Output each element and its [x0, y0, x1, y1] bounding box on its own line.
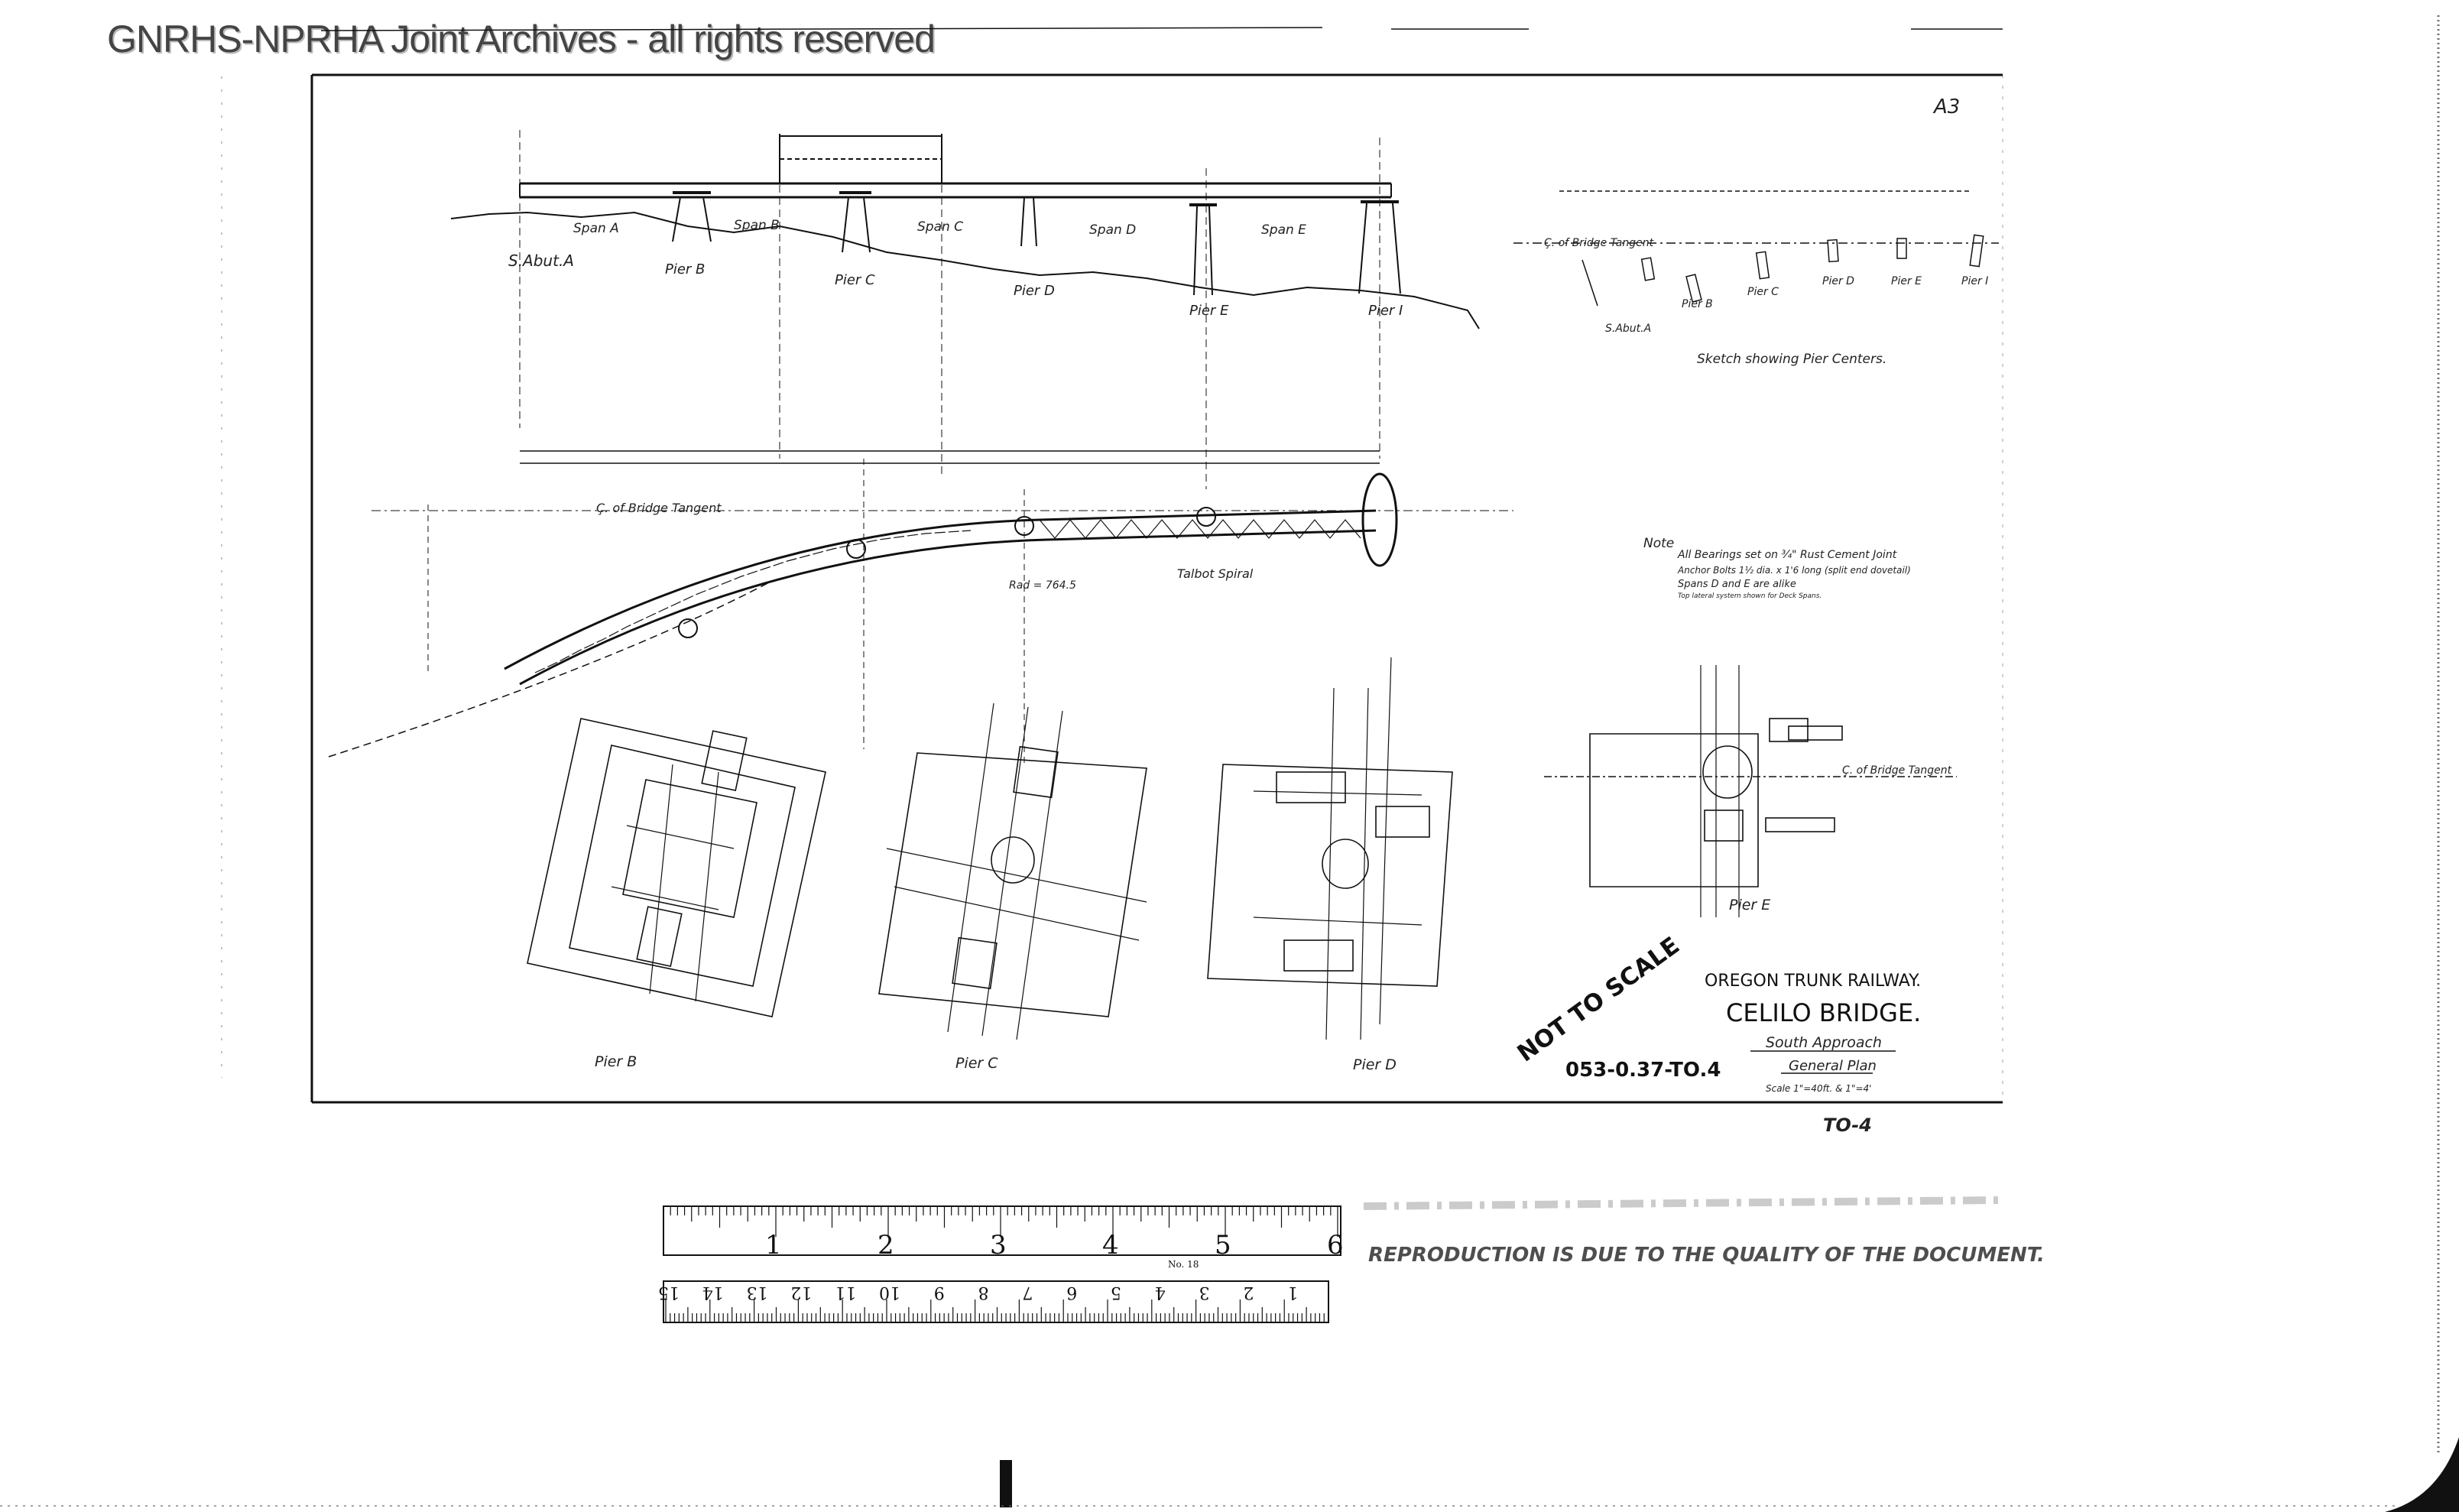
- plan-curve-label: Rad = 764.5: [1009, 579, 1076, 592]
- detail-pier-e-tangent: Ç. of Bridge Tangent: [1842, 764, 1952, 777]
- sheet-mark: TO-4: [1823, 1115, 1872, 1136]
- ruler-cm-label: 1: [1287, 1283, 1298, 1302]
- ruler-cm-label: 8: [978, 1283, 989, 1302]
- sketch-tangent-label: Ç. of Bridge Tangent: [1544, 237, 1654, 249]
- title-section: South Approach: [1766, 1034, 1882, 1051]
- sketch-abut-label: S.Abut.A: [1605, 323, 1651, 335]
- quality-notice: REPRODUCTION IS DUE TO THE QUALITY OF TH…: [1368, 1244, 2045, 1267]
- ruler-model: No. 18: [1168, 1259, 1199, 1270]
- ruler-cm-label: 6: [1066, 1283, 1077, 1302]
- ruler-inch-label: 2: [878, 1230, 894, 1261]
- ruler-inch-label: 1: [765, 1230, 782, 1261]
- ruler-cm-label: 3: [1199, 1283, 1210, 1302]
- plan-view: [328, 450, 1513, 764]
- pier-centers-sketch: [1513, 190, 1999, 307]
- note-line-1: All Bearings set on ¾" Rust Cement Joint: [1677, 549, 1897, 561]
- sketch-pier-b-label: Pier B: [1682, 298, 1713, 310]
- detail-pier-b: Pier B: [595, 1053, 637, 1070]
- note-line-4: Top lateral system shown for Deck Spans.: [1678, 592, 1822, 600]
- note-heading: Note: [1643, 536, 1674, 551]
- pier-detail-drawings: [527, 657, 1957, 1040]
- ruler-inch-label: 6: [1327, 1230, 1344, 1261]
- sheet-border: [221, 15, 2440, 1452]
- detail-pier-c: Pier C: [955, 1055, 998, 1072]
- ruler-inch-label: 4: [1102, 1230, 1119, 1261]
- label-pier-d: Pier D: [1014, 283, 1055, 299]
- label-span-c: Span C: [917, 219, 963, 235]
- note-line-3: Spans D and E are alike: [1678, 579, 1796, 590]
- title-plan: General Plan: [1789, 1058, 1877, 1074]
- ruler-cm-label: 12: [790, 1283, 812, 1302]
- title-block: OREGON TRUNK RAILWAY. CELILO BRIDGE. Sou…: [1565, 972, 1921, 1136]
- sketch-pier-d-label: Pier D: [1822, 275, 1854, 287]
- elevation-view: [450, 130, 1480, 489]
- title-scale: Scale 1"=40ft. & 1"=4': [1766, 1083, 1871, 1094]
- label-span-b: Span B: [734, 218, 780, 233]
- label-span-a: Span A: [573, 221, 619, 236]
- label-abutment: S.Abut.A: [508, 251, 574, 270]
- ruler-cm-label: 10: [879, 1283, 900, 1302]
- sketch-pier-c-label: Pier C: [1747, 286, 1779, 298]
- page-curl: [2385, 1437, 2459, 1512]
- label-pier-c: Pier C: [835, 272, 875, 288]
- detail-pier-d: Pier D: [1353, 1056, 1397, 1073]
- plan-spiral-label: Talbot Spiral: [1177, 566, 1254, 581]
- scan-mark: [1000, 1460, 1012, 1507]
- title-railway: OREGON TRUNK RAILWAY.: [1705, 972, 1921, 991]
- ruler-cm-label: 4: [1155, 1283, 1166, 1302]
- ruler-cm-label: 5: [1111, 1283, 1121, 1302]
- note-line-2: Anchor Bolts 1½ dia. x 1'6 long (split e…: [1677, 565, 1911, 576]
- ruler-cm-label: 14: [702, 1283, 724, 1302]
- ruler-cm-label: 15: [658, 1283, 680, 1302]
- ruler-cm-label: 13: [747, 1283, 768, 1302]
- label-pier-e: Pier E: [1189, 303, 1229, 319]
- sketch-pier-e-label: Pier E: [1891, 275, 1922, 287]
- drawing-number: 053-0.37-TO.4: [1565, 1059, 1721, 1082]
- detail-pier-e: Pier E: [1729, 897, 1770, 913]
- sketch-caption: Sketch showing Pier Centers.: [1697, 352, 1886, 367]
- ruler-cm-label: 2: [1243, 1283, 1254, 1302]
- ruler-inch-label: 3: [990, 1230, 1007, 1261]
- not-to-scale-stamp: NOT TO SCALE: [1513, 932, 1685, 1068]
- label-span-d: Span D: [1089, 222, 1136, 238]
- ruler-cm-label: 11: [835, 1283, 856, 1302]
- title-bridge: CELILO BRIDGE.: [1726, 998, 1921, 1027]
- label-pier-b: Pier B: [665, 261, 705, 277]
- plan-tangent-label: Ç. of Bridge Tangent: [596, 501, 722, 515]
- ruler-inch-label: 5: [1215, 1230, 1231, 1261]
- archive-watermark: GNRHS-NPRHA Joint Archives - all rights …: [107, 18, 936, 60]
- label-span-e: Span E: [1261, 222, 1306, 238]
- note-block: Note All Bearings set on ¾" Rust Cement …: [1643, 536, 1911, 600]
- ruler-cm-label: 7: [1022, 1283, 1033, 1302]
- sketch-pier-i-label: Pier I: [1961, 275, 1988, 287]
- sheet-code: A3: [1932, 96, 1960, 118]
- label-pier-i: Pier I: [1368, 303, 1403, 319]
- ruler-cm-label: 9: [934, 1283, 945, 1302]
